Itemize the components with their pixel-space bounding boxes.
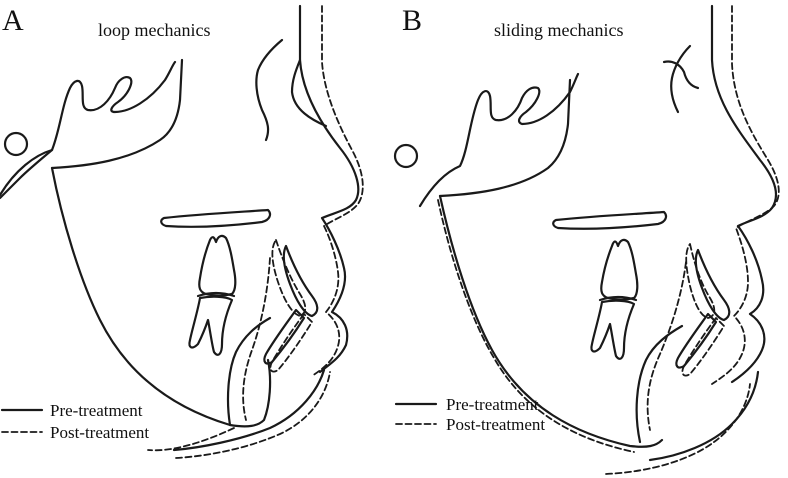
panel-b-letter: B	[402, 4, 422, 37]
panel-b-upper-incisor-pre	[694, 248, 731, 322]
panel-a: A loop mechanics	[0, 4, 364, 459]
panel-a-legend-pre-label: Pre-treatment	[50, 401, 143, 420]
panel-a-lower-incisor-post	[269, 313, 313, 373]
panel-a-nose-inner	[290, 58, 328, 128]
panel-b-soft-tissue-profile-post	[711, 5, 780, 385]
panel-a-lower-incisor-pre	[263, 308, 306, 365]
panel-a-upper-molar	[198, 234, 237, 297]
panel-a-soft-tissue-profile-post	[311, 5, 364, 377]
panel-b: B sliding mechanics Pre-treatment Post-t…	[393, 4, 780, 475]
panel-a-mandible-pre	[50, 166, 272, 428]
panel-b-upper-incisor-post	[685, 243, 716, 319]
panel-a-chin-pre	[172, 368, 326, 452]
panel-b-legend: Pre-treatment Post-treatment	[394, 395, 545, 434]
panel-b-lower-incisor-pre	[675, 312, 718, 369]
panel-b-symphysis	[635, 324, 684, 444]
panel-b-palate	[552, 210, 668, 230]
panel-a-title: loop mechanics	[98, 20, 210, 40]
panel-a-mandible-post	[147, 427, 235, 452]
panel-b-cranial-base	[418, 72, 580, 208]
panel-a-legend: Pre-treatment Post-treatment	[0, 401, 149, 442]
panel-b-alveolar-post	[646, 261, 687, 431]
panel-a-legend-post-label: Post-treatment	[50, 423, 149, 442]
panel-b-legend-pre-label: Pre-treatment	[446, 395, 539, 414]
panel-a-orbit-floor	[0, 148, 54, 200]
panel-b-soft-tissue-profile-pre	[710, 4, 778, 384]
panel-b-mandible-post	[437, 199, 635, 453]
panel-b-occlusal-line	[598, 295, 638, 302]
panel-a-alveolar-post	[242, 257, 271, 421]
panel-b-title: sliding mechanics	[494, 20, 623, 40]
panel-a-upper-incisor-post	[271, 239, 307, 317]
panel-a-chin-post	[175, 371, 331, 459]
panel-a-soft-tissue-profile-pre	[298, 4, 360, 374]
panel-b-upper-molar	[600, 238, 639, 301]
panel-a-ear-rod	[3, 131, 29, 157]
panel-b-chin-post	[605, 383, 751, 475]
panel-a-letter: A	[2, 4, 24, 37]
panel-a-occlusal-line	[196, 291, 236, 298]
panel-a-symphysis	[226, 316, 272, 427]
panel-b-eyebrow	[662, 60, 700, 90]
panel-b-legend-post-label: Post-treatment	[446, 415, 545, 434]
panel-a-upper-incisor-pre	[282, 244, 319, 318]
panel-a-nasal-contour	[255, 38, 284, 142]
panel-b-ear-rod	[393, 143, 419, 169]
panel-a-face-line	[50, 58, 184, 170]
panel-b-lower-incisor-post	[681, 317, 725, 377]
panel-a-palate	[160, 208, 272, 228]
panel-b-lower-molar	[590, 299, 636, 360]
panel-b-chin-pre	[648, 370, 760, 462]
panel-a-lower-molar	[188, 295, 234, 356]
panel-b-nasal-contour	[670, 44, 692, 114]
panel-b-mandible-pre	[438, 194, 664, 448]
panel-a-cranial-base	[0, 60, 177, 197]
panel-b-face-line	[438, 78, 572, 198]
